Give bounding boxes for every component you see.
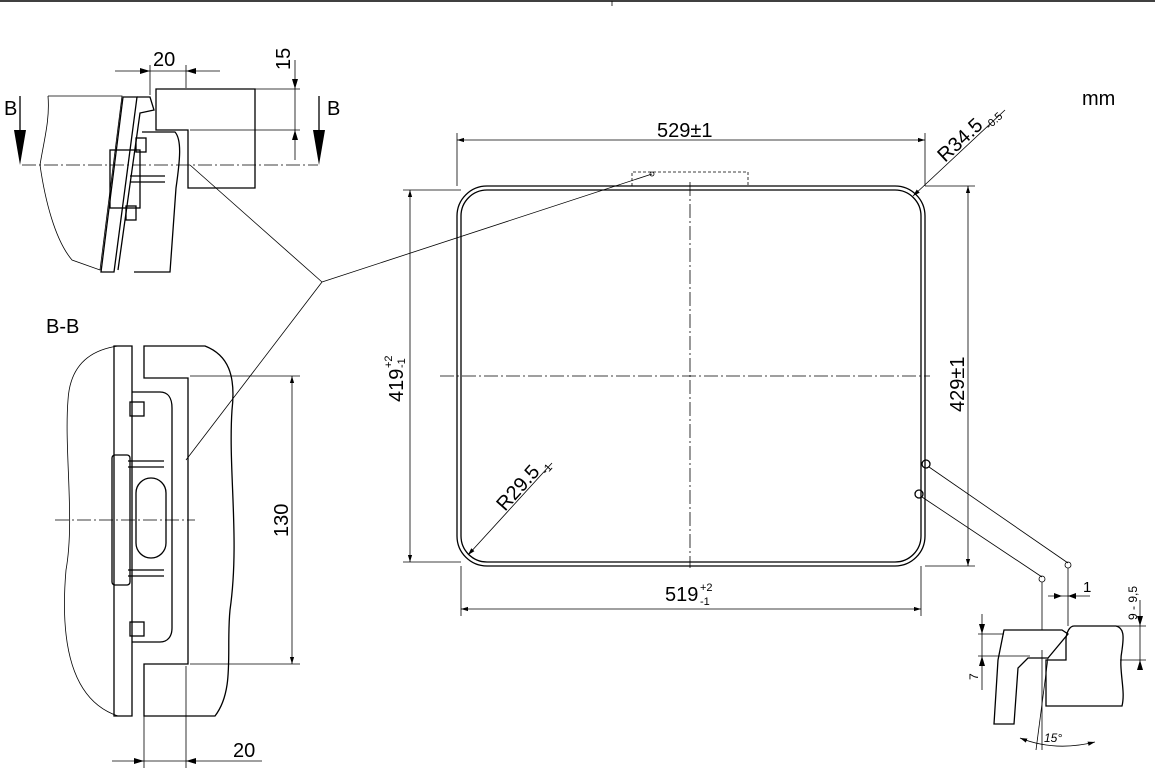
dim-519-value: 519 — [665, 584, 698, 606]
section-wall-outline — [64, 345, 119, 717]
dim-429-value: 429±1 — [947, 357, 969, 412]
dim-419-tol-upper: +2 — [383, 355, 395, 368]
dim-edge-1: 1 — [1083, 579, 1091, 596]
dim-edge-angle: 15° — [1044, 731, 1062, 745]
top-wall-outline — [39, 95, 123, 271]
top-worktop — [155, 88, 256, 189]
ref-point-edge-1 — [921, 459, 931, 469]
ref-point-edge-2 — [914, 489, 924, 499]
dim-top-20: 20 — [153, 49, 175, 71]
dim-r345-value: R34.5 — [933, 114, 987, 166]
unit-label: mm — [1082, 88, 1115, 110]
top-clip-2 — [125, 205, 137, 221]
dim-419-value: 419 — [386, 369, 408, 402]
dim-419-tol-lower: -1 — [396, 358, 408, 368]
dim-edge-9-95: 9 - 9,5 — [1126, 586, 1140, 620]
section-worktop — [143, 345, 235, 717]
top-glass — [100, 96, 138, 273]
top-cabinet-side — [134, 131, 181, 273]
dim-r345-tol: -0.5 — [983, 110, 1005, 132]
edge-detail: 1 9 - 9,5 7 15° — [967, 568, 1146, 751]
top-clip-1 — [135, 137, 147, 153]
dim-529-value: 529±1 — [657, 120, 712, 142]
dim-519-tol-lower: -1 — [700, 596, 710, 608]
leader-r345 — [912, 109, 1006, 197]
leader-r295 — [467, 462, 553, 556]
section-clip-1 — [129, 401, 145, 417]
section-marker-left: B — [4, 98, 17, 120]
section-glass — [113, 345, 133, 717]
section-view: B-B 130 20 — [46, 316, 300, 768]
edge-glass — [993, 629, 1069, 725]
main-view: 529±1 519 +2 -1 419 +2 -1 429±1 R34.5 -0… — [185, 109, 1072, 616]
dim-edge-7: 7 — [967, 673, 981, 680]
angle-arc — [1019, 737, 1096, 747]
dim-519-tol-upper: +2 — [700, 582, 713, 594]
top-bracket — [109, 149, 141, 209]
dim-130: 130 — [271, 504, 293, 537]
edge-worktop — [1045, 625, 1124, 707]
section-frame — [132, 391, 173, 643]
section-label: B-B — [46, 316, 79, 338]
hidden-tab — [631, 171, 749, 186]
dim-r295-value: R29.5 — [492, 461, 544, 515]
dim-bottom-20: 20 — [233, 740, 255, 762]
dim-top-15: 15 — [273, 48, 295, 70]
top-detail: B B 20 15 — [4, 48, 340, 273]
section-marker-right: B — [327, 98, 340, 120]
ref-point-top — [649, 171, 655, 177]
top-frame-profile — [117, 96, 155, 271]
section-slot — [135, 477, 167, 559]
section-clip-2 — [129, 621, 145, 637]
